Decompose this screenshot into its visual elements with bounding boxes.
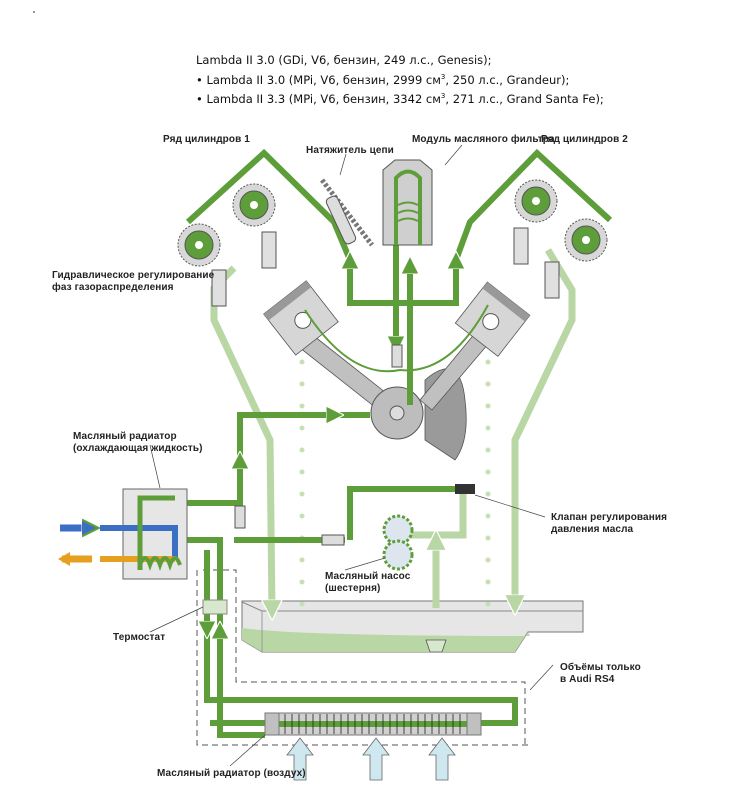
label-line: в Audi RS4 xyxy=(560,674,615,685)
leader-lines xyxy=(149,144,554,767)
label-line: давления масла xyxy=(551,524,634,535)
rs4-region-dashed xyxy=(196,569,530,746)
oil-drips xyxy=(299,359,491,607)
label-cylinder-bank-2: Ряд цилиндров 2 xyxy=(541,134,628,145)
label-line: Клапан регулирования xyxy=(551,512,668,523)
camshaft-gears-bank-2 xyxy=(513,179,608,299)
label-line: (охлаждающая жидкость) xyxy=(73,443,203,454)
label-pressure-valve: Клапан регулирования давления масла xyxy=(551,512,667,536)
label-oil-pump: Масляный насос (шестерня) xyxy=(325,571,410,595)
superscript: 3 xyxy=(440,91,446,100)
engine-line-text: Lambda II 3.0 (MPi, V6, бензин, 2999 см xyxy=(206,72,441,87)
oil-pump-gears xyxy=(382,514,414,571)
oil-filter-module xyxy=(382,159,433,246)
engine-line-text: , 271 л.с., Grand Santa Fe); xyxy=(445,91,604,106)
engine-list: Lambda II 3.0 (GDi, V6, бензин, 249 л.с.… xyxy=(196,52,604,107)
label-line: Масляный радиатор xyxy=(73,431,177,442)
oil-pickup xyxy=(425,639,447,653)
thermostat xyxy=(202,599,228,615)
label-oil-cooler-coolant: Масляный радиатор (охлаждающая жидкость) xyxy=(73,431,203,455)
bullet: • xyxy=(196,72,203,87)
superscript: 3 xyxy=(440,72,446,81)
label-line: Объёмы только xyxy=(560,662,641,673)
label-line: Масляный насос xyxy=(325,571,411,582)
engine-line-text: Lambda II 3.3 (MPi, V6, бензин, 3342 см xyxy=(206,91,441,106)
label-thermostat: Термостат xyxy=(113,632,166,643)
label-oil-filter-module: Модуль масляного фильтра xyxy=(412,134,555,145)
oil-cooler-coolant xyxy=(58,488,188,580)
engine-line-text: Lambda II 3.0 (GDi, V6, бензин, 249 л.с.… xyxy=(196,53,492,67)
air-flow-arrows xyxy=(286,737,456,781)
label-rs4-only: Объёмы только в Audi RS4 xyxy=(560,662,641,686)
pressure-relief-valve xyxy=(234,344,475,546)
camshaft-gears-bank-1 xyxy=(177,183,277,307)
label-line: (шестерня) xyxy=(325,583,381,594)
label-cylinder-bank-1: Ряд цилиндров 1 xyxy=(163,134,250,145)
engine-line-3: • Lambda II 3.3 (MPi, V6, бензин, 3342 с… xyxy=(196,88,604,107)
label-vvt: Гидравлическое регулирование фаз газорас… xyxy=(52,270,214,294)
engine-line-1: Lambda II 3.0 (GDi, V6, бензин, 249 л.с.… xyxy=(196,52,604,69)
engine-line-text: , 250 л.с., Grandeur); xyxy=(445,72,570,87)
chain-tensioner xyxy=(320,178,374,247)
engine-line-2: • Lambda II 3.0 (MPi, V6, бензин, 2999 с… xyxy=(196,69,604,88)
bullet: • xyxy=(196,91,203,106)
stray-mark xyxy=(33,11,35,13)
label-chain-tensioner: Натяжитель цепи xyxy=(306,145,394,156)
oil-cooler-air xyxy=(264,712,482,736)
oil-sump xyxy=(241,600,584,653)
label-line: Гидравлическое регулирование xyxy=(52,270,215,281)
crankshaft-assembly xyxy=(263,280,531,461)
label-oil-cooler-air: Масляный радиатор (воздух) xyxy=(157,768,306,779)
label-line: фаз газораспределения xyxy=(52,282,174,293)
